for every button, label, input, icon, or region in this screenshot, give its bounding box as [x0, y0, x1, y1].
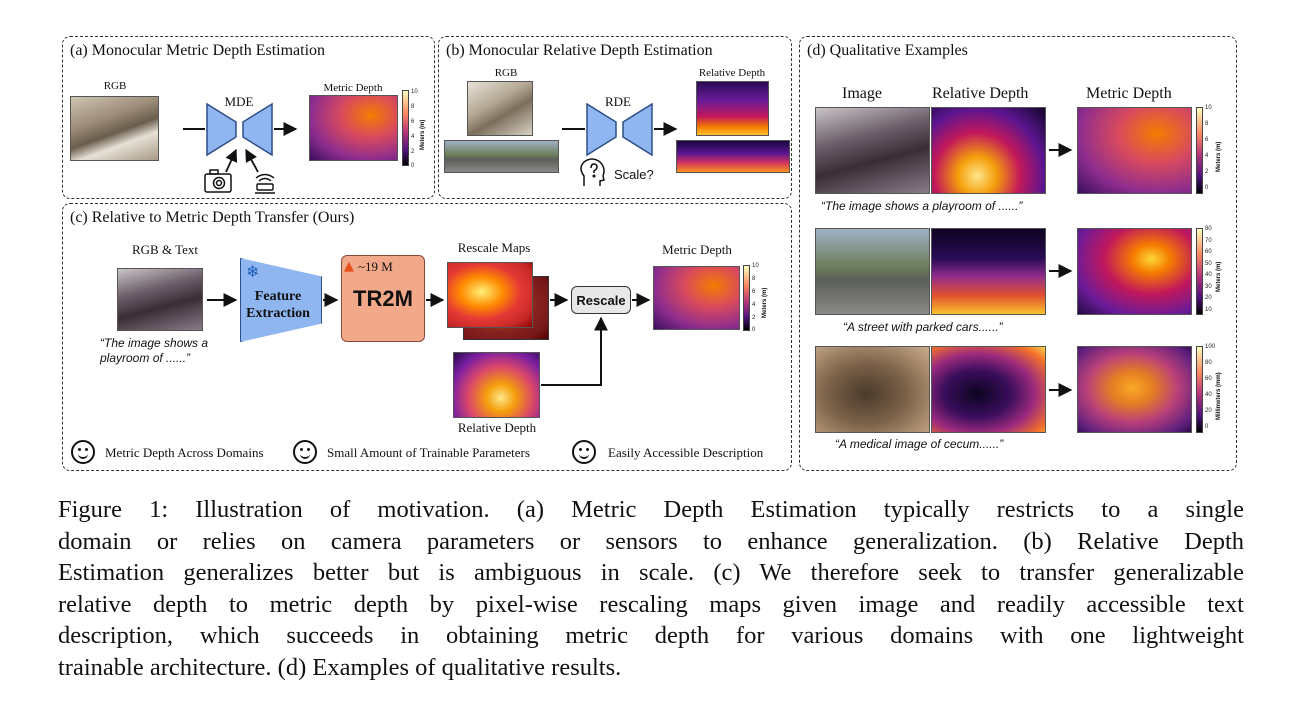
camera-icon — [204, 169, 232, 193]
panel-c-input-label: RGB & Text — [131, 242, 199, 257]
panel-a-rgb-image — [70, 96, 159, 161]
panel-b-model-label: RDE — [605, 94, 631, 109]
panel-c-relative-depth-image — [453, 352, 540, 418]
row1-caption: “The image shows a playroom of ......” — [821, 199, 1023, 213]
panel-b-rgb-image-indoor — [467, 81, 533, 136]
row3-relative-depth — [931, 346, 1046, 433]
panel-d — [799, 36, 1237, 471]
param-count: ~19 M — [358, 259, 393, 274]
panel-c-title: (c) Relative to Metric Depth Transfer (O… — [70, 209, 355, 226]
row1-metric-depth — [1077, 107, 1192, 194]
camera-arrow — [225, 148, 238, 173]
panel-c — [62, 203, 792, 471]
benefit-small-params: Small Amount of Trainable Parameters — [327, 445, 530, 460]
row3-caption: “A medical image of cecum......” — [835, 437, 1004, 451]
row3-colorbar — [1196, 346, 1203, 433]
tr2m-model-name: TR2M — [353, 285, 413, 311]
panel-d-col-relative: Relative Depth — [932, 85, 1029, 102]
panel-c-rgb-image — [117, 268, 203, 331]
row1-relative-depth — [931, 107, 1046, 194]
row3-metric-depth — [1077, 346, 1192, 433]
mde-encoder-decoder-icon — [206, 102, 273, 157]
fire-icon: ▲ — [344, 259, 354, 274]
panel-a-colorbar — [402, 90, 409, 166]
panel-c-text-prompt: “The image shows a playroom of ......” — [100, 336, 209, 365]
panel-b-output-label: Relative Depth — [698, 67, 766, 79]
row2-metric-depth — [1077, 228, 1192, 315]
panel-c-relative-label: Relative Depth — [457, 420, 537, 435]
benefit-text-description: Easily Accessible Description — [608, 445, 764, 460]
thinking-head-icon — [580, 158, 605, 186]
rescale-block: Rescale — [571, 286, 631, 314]
row2-caption: “A street with parked cars......” — [843, 320, 1003, 334]
figure-caption: Figure 1: Illustration of motivation. (a… — [58, 496, 1244, 681]
row2-image — [815, 228, 930, 315]
panel-a — [62, 36, 435, 199]
sensor-arrow — [245, 148, 259, 173]
panel-a-title: (a) Monocular Metric Depth Estimation — [70, 42, 326, 59]
row2-relative-depth — [931, 228, 1046, 315]
panel-a-model-label: MDE — [224, 94, 254, 109]
snowflake-icon: ❄ — [246, 262, 260, 281]
panel-d-col-image: Image — [842, 85, 882, 102]
panel-b-relative-depth-indoor — [696, 81, 769, 136]
row1-colorbar — [1196, 107, 1203, 194]
smiley-icon-3 — [572, 440, 596, 464]
panel-d-col-metric: Metric Depth — [1086, 85, 1172, 102]
tr2m-block: TR2M — [341, 255, 425, 342]
panel-c-rescale-maps-label: Rescale Maps — [457, 240, 531, 255]
row2-colorbar — [1196, 228, 1203, 315]
panel-a-output-label: Metric Depth — [323, 82, 383, 94]
panel-b — [438, 36, 792, 199]
panel-b-rgb-image-street — [444, 140, 559, 173]
panel-a-rgb-label: RGB — [103, 80, 127, 92]
relative-to-rescale-arrow — [541, 316, 608, 386]
row3-image — [815, 346, 930, 433]
panel-b-relative-depth-street — [676, 140, 790, 173]
smiley-icon-1 — [71, 440, 95, 464]
panel-c-colorbar — [743, 265, 750, 331]
panel-b-scale-label: Scale? — [614, 167, 654, 182]
smiley-icon-2 — [293, 440, 317, 464]
rde-encoder-decoder-icon — [586, 102, 653, 157]
panel-b-rgb-label: RGB — [494, 67, 518, 79]
panel-b-title: (b) Monocular Relative Depth Estimation — [446, 42, 713, 59]
sensor-icon — [255, 173, 275, 194]
rescale-map-front — [447, 262, 533, 328]
panel-c-output-label: Metric Depth — [662, 242, 732, 257]
benefit-metric-depth: Metric Depth Across Domains — [105, 445, 264, 460]
row1-image — [815, 107, 930, 194]
panel-d-title: (d) Qualitative Examples — [807, 42, 968, 59]
panel-a-metric-depth-image — [309, 95, 398, 161]
panel-c-metric-depth-image — [653, 266, 740, 330]
